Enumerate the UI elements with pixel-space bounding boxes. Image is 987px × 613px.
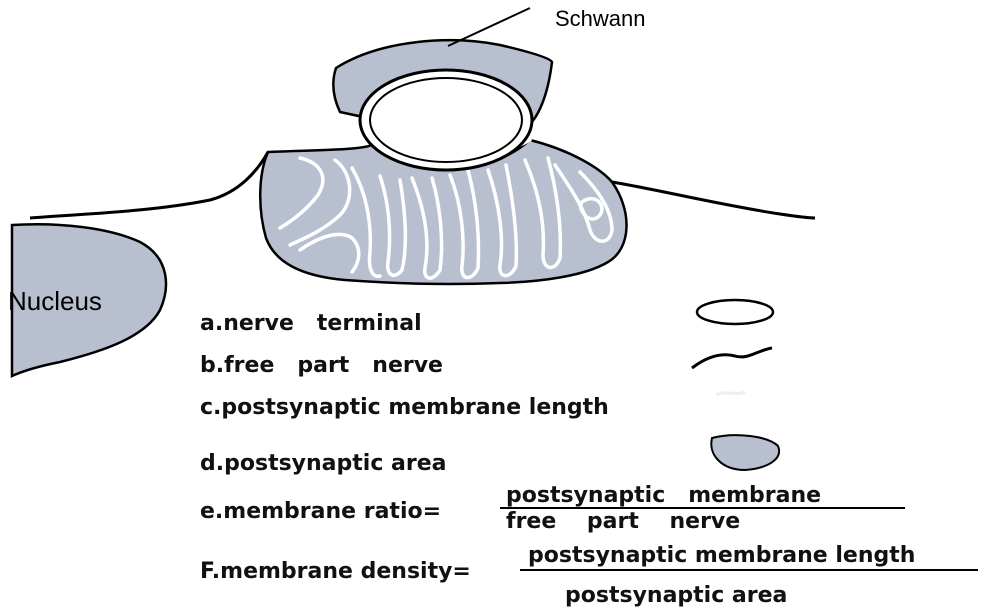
legend-d-symbol-shape [711,435,779,470]
legend-a-symbol-ellipse [697,300,773,324]
formula-e-prefix: e.membrane ratio= [200,499,441,524]
formula-f-prefix: F.membrane density= [200,559,471,584]
legend-b-symbol-wavy-line [692,348,772,368]
legend-d: d.postsynaptic area [200,451,447,476]
nucleus-label: Nucleus [8,286,102,316]
free-part-nerve-line [30,152,268,218]
legend-c-symbol-faint-line [716,392,745,395]
legend-b: b.free part nerve [200,353,443,378]
schwann-label: Schwann [555,6,646,31]
formula-e-denominator: free part nerve [506,509,740,534]
formula-e-numerator: postsynaptic membrane [506,483,821,508]
formula-f-numerator: postsynaptic membrane length [528,543,915,568]
free-part-nerve-line-right [612,182,815,218]
legend-c: c.postsynaptic membrane length [200,395,609,420]
schwann-pointer-line [448,8,530,46]
legend-a: a.nerve terminal [200,311,422,336]
nerve-terminal-inner [370,78,522,162]
formula-f-denominator: postsynaptic area [565,583,787,608]
